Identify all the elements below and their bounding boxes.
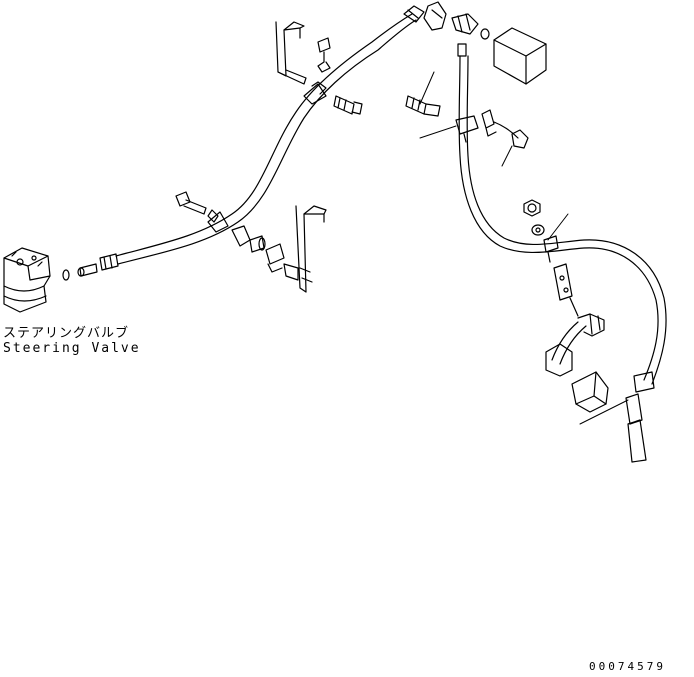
leader-lines	[420, 72, 628, 424]
small-clamp	[482, 110, 528, 148]
center-hose-clamp	[406, 96, 478, 142]
right-block-part	[572, 372, 654, 462]
lower-bracket	[284, 206, 326, 292]
upper-clamp-bolt	[334, 96, 362, 114]
drawing-number: 00074579	[589, 660, 666, 673]
main-hose-left	[116, 14, 416, 264]
part-name-english: Steering Valve	[3, 341, 141, 356]
upper-fittings	[404, 2, 489, 39]
upper-bracket	[276, 22, 330, 104]
part-name-japanese: ステアリングバルブ	[3, 326, 130, 341]
box-part	[494, 28, 546, 84]
elbow-to-block	[570, 298, 578, 316]
lower-clamp-assembly	[176, 192, 284, 272]
right-hose-clamp	[544, 236, 572, 300]
center-hose	[458, 44, 666, 384]
steering-valve-part	[4, 248, 50, 312]
valve-fittings	[63, 254, 118, 280]
nut-washer	[524, 200, 544, 235]
elbow-fitting	[546, 314, 604, 376]
